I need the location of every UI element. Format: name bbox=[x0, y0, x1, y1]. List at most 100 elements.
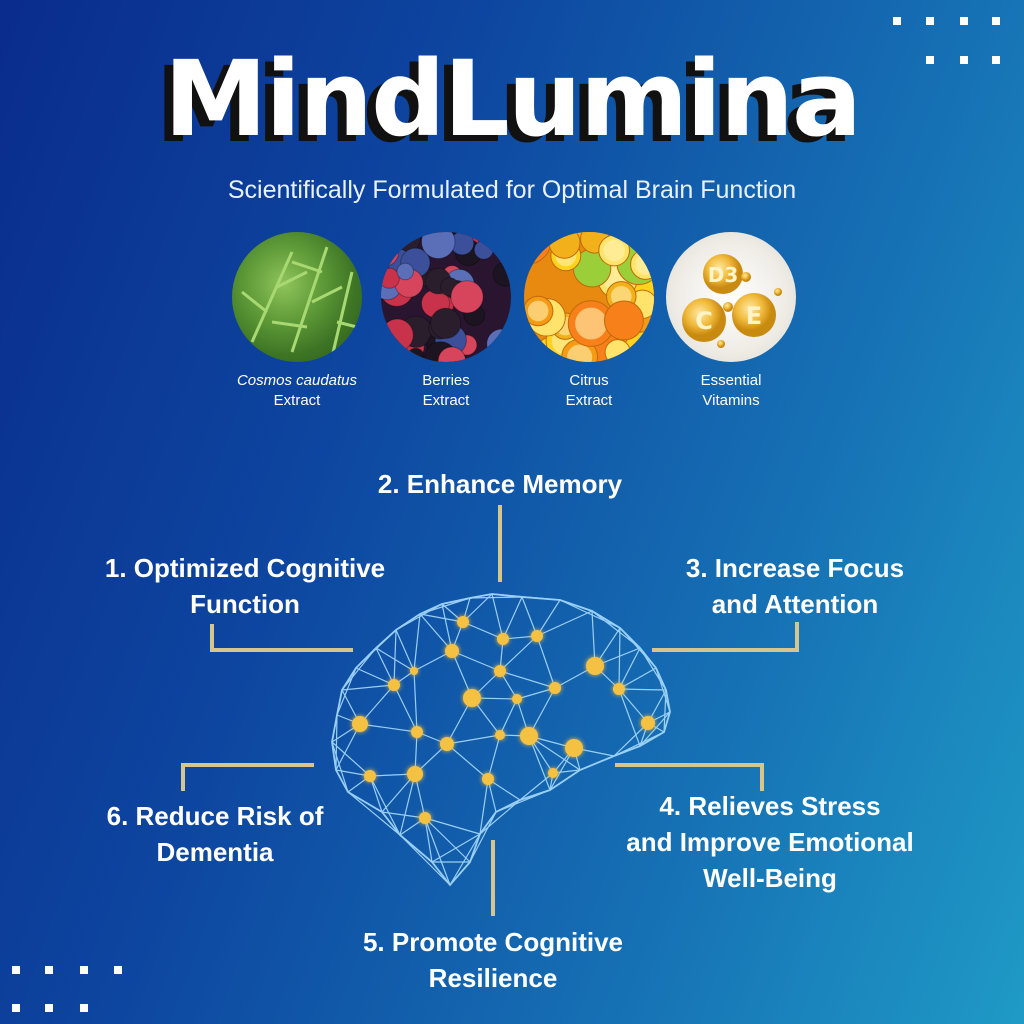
mesh-line bbox=[399, 834, 451, 886]
ingredient-suffix: Extract bbox=[565, 392, 613, 409]
mesh-line bbox=[559, 599, 621, 629]
mesh-line bbox=[393, 684, 418, 733]
mesh-line bbox=[618, 647, 641, 690]
mesh-line bbox=[413, 650, 453, 672]
glowing-node bbox=[364, 770, 376, 782]
mesh-line bbox=[536, 635, 556, 689]
mesh-line bbox=[665, 689, 671, 713]
glowing-node bbox=[548, 768, 558, 778]
mesh-line bbox=[451, 650, 501, 672]
mesh-line bbox=[446, 734, 501, 745]
mesh-line bbox=[536, 599, 561, 637]
mesh-line bbox=[491, 593, 561, 601]
glowing-node bbox=[407, 766, 423, 782]
ingredient-name: Cosmos caudatus bbox=[236, 372, 358, 389]
mesh-line bbox=[341, 684, 395, 691]
benefit-text: Well-Being bbox=[703, 863, 837, 893]
benefit-4: 4. Relieves Stress and Improve Emotional… bbox=[590, 788, 950, 896]
mesh-line bbox=[393, 629, 397, 686]
benefit-text: Resilience bbox=[428, 963, 558, 993]
mesh-line bbox=[469, 833, 481, 863]
glowing-node bbox=[352, 716, 368, 732]
mesh-line bbox=[336, 667, 357, 716]
glowing-node bbox=[641, 716, 655, 730]
mesh-line bbox=[613, 745, 641, 757]
mesh-line bbox=[521, 596, 538, 637]
ingredient-name: Citrus bbox=[569, 372, 609, 389]
benefit-text: 3. Increase Focus bbox=[685, 553, 905, 583]
mesh-line bbox=[663, 689, 667, 733]
ingredient-name: Essential bbox=[700, 372, 762, 389]
mesh-line bbox=[549, 769, 581, 791]
mesh-line bbox=[469, 811, 497, 863]
glowing-node bbox=[497, 633, 509, 645]
mesh-line bbox=[591, 610, 621, 629]
benefit-1: 1. Optimized Cognitive Function bbox=[60, 550, 430, 622]
mesh-line bbox=[618, 688, 641, 747]
brand-subtitle: Scientifically Formulated for Optimal Br… bbox=[227, 176, 797, 204]
benefit-6: 6. Reduce Risk of Dementia bbox=[70, 798, 360, 870]
mesh-line bbox=[499, 698, 518, 736]
mesh-line bbox=[347, 791, 383, 813]
mesh-line bbox=[424, 817, 471, 863]
ingredient-berries: Berries Extract bbox=[371, 232, 521, 411]
glowing-node bbox=[457, 616, 469, 628]
mesh-line bbox=[462, 621, 504, 640]
mesh-line bbox=[395, 603, 443, 631]
benefit-text: and Improve Emotional bbox=[626, 827, 914, 857]
mesh-line bbox=[359, 684, 395, 725]
ingredient-cosmos-caudatus: Cosmos caudatus Extract bbox=[222, 232, 372, 411]
mesh-line bbox=[369, 775, 383, 813]
glowing-node bbox=[440, 737, 454, 751]
mesh-line bbox=[335, 714, 338, 771]
mesh-line bbox=[502, 596, 523, 640]
mesh-line bbox=[499, 670, 556, 689]
benefit-2: 2. Enhance Memory bbox=[330, 466, 670, 502]
glowing-node bbox=[494, 665, 506, 677]
herb-leaves-image bbox=[232, 232, 362, 362]
mesh-line bbox=[519, 772, 554, 801]
mesh-line bbox=[381, 773, 416, 813]
mesh-line bbox=[536, 610, 593, 637]
mesh-line bbox=[591, 610, 596, 667]
vitamin-d3-label: D3 bbox=[708, 263, 739, 287]
vitamins-image: D3 C E bbox=[666, 232, 796, 362]
benefit-3: 3. Increase Focus and Attention bbox=[630, 550, 960, 622]
glowing-node bbox=[482, 773, 494, 785]
glowing-node bbox=[410, 667, 418, 675]
mesh-line bbox=[639, 647, 667, 691]
mesh-line bbox=[424, 817, 481, 835]
benefit-5: 5. Promote Cognitive Resilience bbox=[318, 924, 668, 996]
mesh-line bbox=[424, 817, 451, 886]
mesh-line bbox=[375, 647, 395, 686]
mesh-line bbox=[499, 635, 538, 672]
mesh-line bbox=[495, 789, 551, 813]
brand-title: MindLumina bbox=[163, 38, 862, 160]
benefit-text: Function bbox=[190, 589, 300, 619]
mesh-line bbox=[441, 603, 453, 652]
mesh-line bbox=[395, 629, 415, 672]
vitamin-c-label: C bbox=[695, 307, 713, 335]
mesh-line bbox=[528, 687, 556, 737]
ingredient-suffix: Extract bbox=[422, 392, 470, 409]
benefit-text: 6. Reduce Risk of bbox=[106, 801, 324, 831]
mesh-line bbox=[579, 755, 615, 771]
benefit-text: 2. Enhance Memory bbox=[377, 469, 623, 499]
mesh-line bbox=[449, 861, 471, 886]
glowing-node bbox=[613, 683, 625, 695]
mesh-line bbox=[331, 689, 343, 743]
glowing-node bbox=[520, 727, 538, 745]
mesh-line bbox=[663, 711, 671, 733]
mesh-line bbox=[487, 778, 521, 801]
mesh-line bbox=[516, 687, 556, 700]
mesh-line bbox=[479, 811, 497, 835]
berries-image bbox=[381, 232, 511, 362]
glowing-node bbox=[445, 644, 459, 658]
mesh-line bbox=[469, 596, 523, 599]
mesh-line bbox=[613, 722, 649, 757]
mesh-line bbox=[479, 799, 521, 835]
glowing-node bbox=[531, 630, 543, 642]
glowing-node bbox=[463, 689, 481, 707]
mesh-line bbox=[399, 773, 416, 836]
